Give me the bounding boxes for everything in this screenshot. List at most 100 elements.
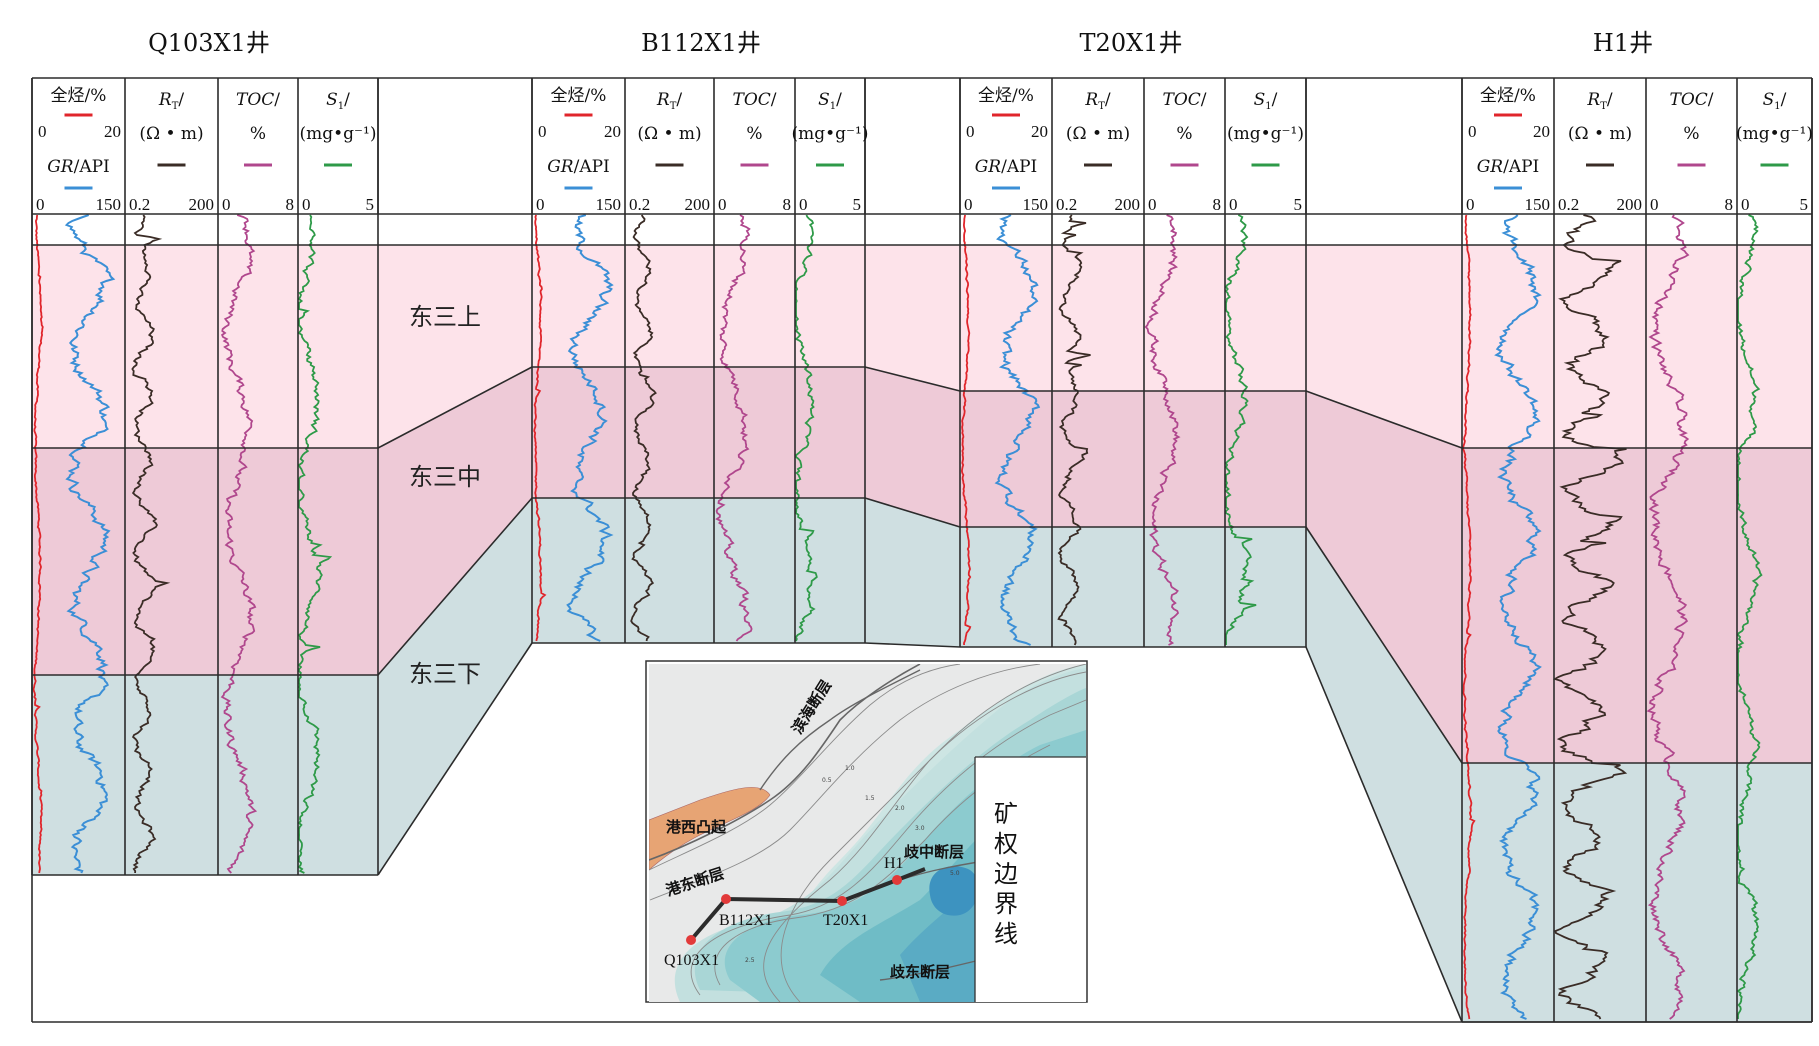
- zone-fills: [32, 245, 1812, 1022]
- zone-lower-well-2: [960, 527, 1306, 647]
- zone-upper-gap-2: [1306, 245, 1462, 448]
- s1-scale-max: 5: [366, 195, 375, 214]
- svg-text:1.5: 1.5: [865, 795, 875, 802]
- boundary-char-4: 界: [994, 890, 1018, 918]
- zone-middle-well-3: [1462, 448, 1812, 763]
- well-title-t20x1: T20X1井: [1080, 29, 1183, 57]
- s1-scale-max: 5: [1800, 195, 1809, 214]
- hc-scale-min: 0: [1468, 122, 1477, 141]
- svg-text:1.0: 1.0: [845, 765, 855, 772]
- s1-header-label: S1/: [326, 90, 350, 112]
- toc-unit: %: [250, 124, 266, 144]
- toc-unit: %: [1683, 124, 1699, 144]
- gr-scale-max: 150: [96, 195, 122, 214]
- zone-label-upper: 东三上: [409, 303, 481, 331]
- rt-unit: (Ω • m): [139, 124, 203, 144]
- zone-upper-gap-1: [865, 245, 960, 391]
- hc-scale-min: 0: [38, 122, 47, 141]
- rt-curve: [630, 214, 657, 642]
- s1-unit: (mg•g⁻¹): [300, 124, 377, 144]
- frame-line: [864, 366, 961, 392]
- toc-scale-min: 0: [222, 195, 231, 214]
- qidong-fault-label: 歧东断层: [890, 963, 950, 981]
- rt-unit: (Ω • m): [1568, 124, 1632, 144]
- gr-scale-min: 0: [964, 195, 973, 214]
- s1-scale-min: 0: [1229, 195, 1238, 214]
- toc-scale-max: 8: [783, 195, 792, 214]
- hc-scale-max: 20: [104, 122, 121, 141]
- s1-curve: [297, 214, 333, 874]
- zone-lower-well-1: [532, 498, 865, 643]
- boundary-white-area: [975, 757, 1086, 1002]
- map-label-t20x1: T20X1: [823, 912, 868, 929]
- svg-text:4.0: 4.0: [930, 845, 940, 852]
- rt-scale-min: 0.2: [129, 195, 150, 214]
- boundary-char-5: 线: [994, 920, 1018, 948]
- hc-scale-max: 20: [1031, 122, 1048, 141]
- toc-curve: [1144, 214, 1181, 646]
- s1-header-label: S1/: [1763, 90, 1787, 112]
- toc-curve: [1646, 214, 1690, 1020]
- zone-lower-gap-1: [865, 498, 960, 647]
- svg-text:2.0: 2.0: [895, 805, 905, 812]
- zone-upper-well-3: [1462, 245, 1812, 448]
- zone-upper-well-1: [532, 245, 865, 367]
- s1-curve: [1224, 214, 1257, 645]
- svg-text:5.0: 5.0: [950, 870, 960, 877]
- gr-curve: [566, 214, 614, 642]
- map-label-h1: H1: [884, 855, 904, 872]
- zone-middle-well-0: [32, 448, 378, 675]
- gr-curve: [994, 214, 1041, 646]
- toc-unit: %: [746, 124, 762, 144]
- toc-curve: [715, 214, 753, 642]
- frame-line: [377, 497, 533, 676]
- s1-scale-min: 0: [1741, 195, 1750, 214]
- rt-unit: (Ω • m): [637, 124, 701, 144]
- s1-header-label: S1/: [818, 90, 842, 112]
- gr-curve: [1494, 214, 1542, 1020]
- rt-scale-max: 200: [1617, 195, 1643, 214]
- toc-unit: %: [1176, 124, 1192, 144]
- rt-curve: [1057, 214, 1091, 646]
- well-title-b112x1: B112X1井: [641, 29, 761, 57]
- zone-upper-well-2: [960, 245, 1306, 391]
- s1-scale-max: 5: [1294, 195, 1303, 214]
- frame-line: [1305, 390, 1463, 449]
- toc-header-label: TOC/: [732, 90, 776, 110]
- zone-lower-gap-0: [378, 498, 532, 875]
- boundary-char-1: 矿: [994, 800, 1018, 828]
- map-well-t20x1: [837, 896, 847, 906]
- hc-header-label: 全烃/%: [551, 86, 607, 106]
- svg-text:2.5: 2.5: [745, 957, 755, 964]
- well-title-q103x1: Q103X1井: [148, 29, 270, 57]
- svg-text:3.0: 3.0: [915, 825, 925, 832]
- hc-curve: [960, 214, 972, 646]
- frame-line: [377, 366, 533, 449]
- hc-scale-min: 0: [538, 122, 547, 141]
- qizhong-fault-label: 歧中断层: [904, 843, 964, 861]
- s1-curve: [794, 214, 818, 642]
- map-label-q103x1: Q103X1: [664, 952, 719, 969]
- zone-middle-gap-2: [1306, 391, 1462, 763]
- hc-header-label: 全烃/%: [978, 86, 1034, 106]
- hc-scale-max: 20: [604, 122, 621, 141]
- rt-header-label: RT/: [1084, 90, 1110, 112]
- rt-scale-min: 0.2: [629, 195, 650, 214]
- rt-header-label: RT/: [656, 90, 682, 112]
- frame-line: [864, 642, 961, 648]
- rt-scale-min: 0.2: [1056, 195, 1077, 214]
- well-title-h1: H1井: [1593, 29, 1653, 57]
- toc-scale-max: 8: [1725, 195, 1734, 214]
- toc-scale-min: 0: [1148, 195, 1157, 214]
- inset-location-map: 0.5 1.0 1.5 2.0 3.0 4.0 5.0 2.5 矿 权 边 界 …: [645, 660, 1088, 1003]
- rt-scale-min: 0.2: [1558, 195, 1579, 214]
- toc-scale-max: 8: [1213, 195, 1222, 214]
- zone-upper-well-0: [32, 245, 378, 448]
- zone-label-middle: 东三中: [409, 463, 481, 491]
- toc-scale-max: 8: [286, 195, 295, 214]
- gangdong-fault-line: [649, 664, 921, 861]
- s1-header-label: S1/: [1254, 90, 1278, 112]
- frame-line: [864, 497, 961, 528]
